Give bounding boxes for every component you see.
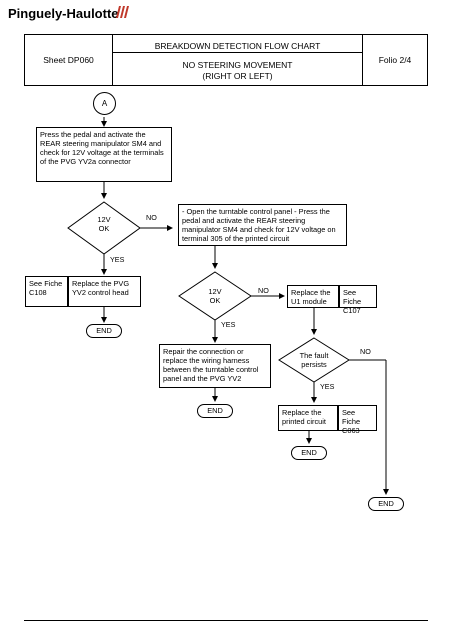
- chart-subtitle-2: (RIGHT OR LEFT): [202, 71, 273, 81]
- title-divider: [113, 52, 362, 53]
- header-title-cell: BREAKDOWN DETECTION FLOW CHART NO STEERI…: [113, 35, 363, 85]
- decision-2-line2: OK: [209, 296, 221, 305]
- decision-2-text: 12V OK: [191, 287, 239, 305]
- decision-3-yes-label: YES: [320, 382, 335, 391]
- decision-1-yes-label: YES: [110, 255, 125, 264]
- sheet-label: Sheet DP060: [43, 55, 94, 65]
- brand-stripes-icon: [116, 6, 129, 18]
- decision-3-line2: persists: [301, 360, 327, 369]
- fiche-c107: See Fiche C107: [339, 285, 377, 315]
- end-terminal-2: END: [197, 404, 233, 418]
- folio-label: Folio 2/4: [378, 55, 412, 65]
- header-sheet-cell: Sheet DP060: [25, 35, 113, 85]
- decision-1-line1: 12V: [97, 215, 111, 224]
- end-terminal-1: END: [86, 324, 122, 338]
- decision-1-no-label: NO: [146, 213, 157, 222]
- decision-3-line1: The fault: [299, 351, 329, 360]
- replace-u1-box: Replace the U1 module: [287, 285, 339, 308]
- step1-check-yv2a: Press the pedal and activate the REAR st…: [36, 127, 172, 182]
- decision-2-no-label: NO: [258, 286, 269, 295]
- fiche-c063: See Fiche C063: [338, 405, 377, 435]
- footer-rule: [24, 620, 428, 621]
- brand-logo-text: Pinguely-Haulotte: [8, 6, 119, 21]
- replace-pvg-box: Replace the PVG YV2 control head: [68, 276, 141, 307]
- decision-3-text: The fault persists: [289, 351, 339, 369]
- start-connector-a: A: [93, 92, 116, 115]
- decision-1-line2: OK: [98, 224, 110, 233]
- decision-3-no-label: NO: [360, 347, 371, 356]
- repair-harness-box: Repair the connection or replace the wir…: [159, 344, 271, 388]
- decision-2-line1: 12V: [208, 287, 222, 296]
- end-terminal-4: END: [368, 497, 404, 511]
- step2-check-terminal-305: - Open the turntable control panel - Pre…: [178, 204, 347, 246]
- chart-title: BREAKDOWN DETECTION FLOW CHART: [154, 41, 321, 51]
- header-folio-cell: Folio 2/4: [363, 35, 427, 85]
- end-terminal-3: END: [291, 446, 327, 460]
- decision-1-text: 12V OK: [80, 215, 128, 233]
- decision-2-yes-label: YES: [221, 320, 236, 329]
- chart-subtitle-1: NO STEERING MOVEMENT: [182, 60, 293, 70]
- header-table: Sheet DP060 BREAKDOWN DETECTION FLOW CHA…: [24, 34, 428, 86]
- fiche-c108: See Fiche C108: [25, 276, 68, 307]
- replace-printed-circuit-box: Replace the printed circuit: [278, 405, 338, 431]
